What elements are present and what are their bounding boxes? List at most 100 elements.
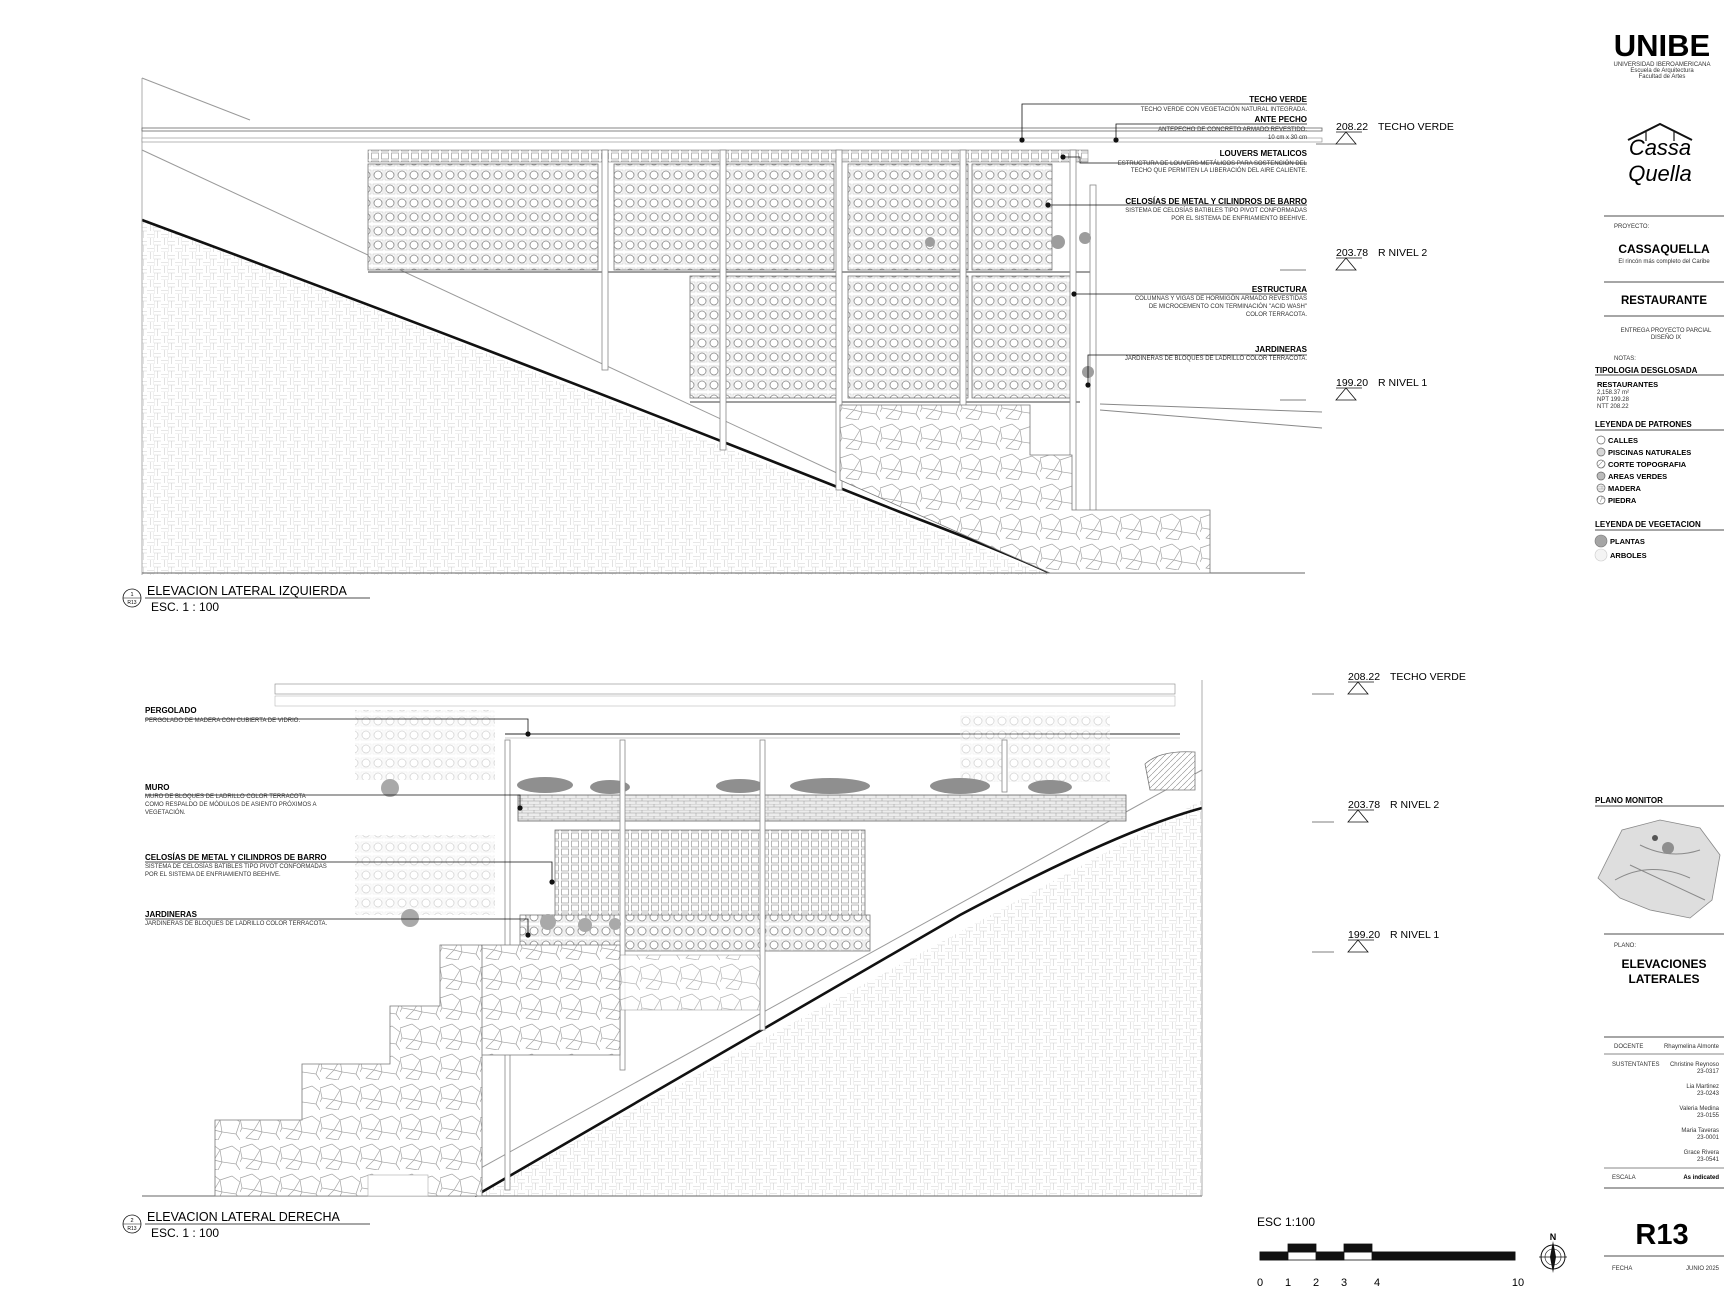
lower-callout-title: CELOSÍAS DE METAL Y CILINDROS DE BARRO (145, 853, 327, 862)
scale-tick: 1 (1285, 1277, 1291, 1289)
upper-callout-title: JARDINERAS (1255, 345, 1308, 354)
svg-text:Escuela de Arquitectura: Escuela de Arquitectura (1630, 68, 1694, 74)
svg-text:AREAS VERDES: AREAS VERDES (1608, 472, 1667, 481)
upper-view-title: 1 R13 ELEVACION LATERAL IZQUIERDA ESC. 1… (122, 584, 370, 614)
vegetation-title: LEYENDA DE VEGETACION (1595, 520, 1701, 529)
lower-callout-title: PERGOLADO (145, 706, 197, 715)
upper-level-markers: 208.22 TECHO VERDE 203.78 R NIVEL 2 199.… (1280, 121, 1454, 401)
level-label: R NIVEL 2 (1390, 799, 1439, 811)
svg-text:CALLES: CALLES (1608, 436, 1638, 445)
level-value: 208.22 (1348, 671, 1380, 683)
svg-text:ARBOLES: ARBOLES (1610, 551, 1647, 560)
upper-callout-title: ANTE PECHO (1255, 115, 1307, 124)
north-arrow-icon: N (1539, 1232, 1567, 1273)
svg-text:23-0317: 23-0317 (1697, 1069, 1720, 1075)
upper-callout-desc: ANTEPECHO DE CONCRETO ARMADO REVESTIDO. (1158, 127, 1307, 133)
svg-text:RESTAURANTES: RESTAURANTES (1597, 380, 1658, 389)
upper-callout-desc: DE MICROCEMENTO CON TERMINACIÓN "ACID WA… (1149, 303, 1307, 310)
svg-text:R13: R13 (127, 1226, 136, 1232)
upper-callout-desc: 10 cm x 30 cm (1268, 135, 1307, 141)
svg-text:CORTE TOPOGRAFIA: CORTE TOPOGRAFIA (1608, 460, 1687, 469)
lower-view-title: 2 R13 ELEVACION LATERAL DERECHA ESC. 1 :… (122, 1210, 370, 1240)
svg-text:PLANTAS: PLANTAS (1610, 537, 1645, 546)
svg-text:SUSTENTANTES: SUSTENTANTES (1612, 1062, 1660, 1068)
graphic-scale: ESC 1:100 0 1 2 3 4 10 N (1257, 1215, 1567, 1289)
scale-tick: 3 (1341, 1277, 1347, 1289)
level-value: 208.22 (1336, 121, 1368, 133)
svg-text:FECHA: FECHA (1612, 1266, 1632, 1272)
view-title-text: ELEVACION LATERAL IZQUIERDA (147, 584, 347, 598)
plant-swatch-icon (1594, 534, 1608, 548)
lower-callout-desc: JARDINERAS DE BLOQUES DE LADRILLO COLOR … (145, 921, 327, 927)
svg-text:23-0155: 23-0155 (1697, 1113, 1720, 1119)
title-block: UNIBE UNIVERSIDAD IBEROAMERICANA Escuela… (1594, 28, 1724, 1272)
upper-callout-desc: SISTEMA DE CELOSÍAS BATIBLES TIPO PIVOT … (1125, 207, 1307, 214)
svg-text:NPT 199.28: NPT 199.28 (1597, 397, 1630, 403)
plan-name: LATERALES (1628, 972, 1699, 986)
svg-text:N: N (1550, 1232, 1557, 1242)
upper-callout-title: TECHO VERDE (1249, 95, 1307, 104)
students-list: Christine Reynoso 23-0317 Lia Martinez 2… (1670, 1062, 1720, 1163)
upper-elevation: TECHO VERDE TECHO VERDE CON VEGETACIÓN N… (122, 77, 1454, 614)
svg-text:DOCENTE: DOCENTE (1614, 1044, 1643, 1050)
svg-text:Rhaymelina Almonte: Rhaymelina Almonte (1664, 1044, 1720, 1050)
svg-text:DISEÑO IX: DISEÑO IX (1651, 334, 1681, 341)
svg-text:2: 2 (130, 1218, 133, 1224)
svg-text:UNIVERSIDAD IBEROAMERICANA: UNIVERSIDAD IBEROAMERICANA (1613, 62, 1710, 68)
svg-text:MADERA: MADERA (1608, 484, 1641, 493)
svg-text:Maria Taveras: Maria Taveras (1681, 1128, 1719, 1134)
patterns-title: LEYENDA DE PATRONES (1595, 420, 1692, 429)
pattern-legend: CALLES PISCINAS NATURALES CORTE TOPOGRAF… (1596, 435, 1691, 505)
pattern-swatch-icon (1596, 447, 1606, 457)
level-value: 203.78 (1348, 799, 1380, 811)
lower-callout-desc: MURO DE BLOQUES DE LADRILLO COLOR TERRAC… (145, 794, 306, 800)
scale-tick: 4 (1374, 1277, 1380, 1289)
svg-text:PLANO:: PLANO: (1614, 943, 1636, 949)
level-label: TECHO VERDE (1378, 121, 1454, 133)
scale-tick: 10 (1512, 1277, 1524, 1289)
level-label: R NIVEL 1 (1390, 929, 1439, 941)
upper-callout-desc: ESTRUCTURA DE LOUVERS METÁLICOS PARA SOS… (1118, 160, 1308, 167)
svg-text:Valeria Medina: Valeria Medina (1679, 1106, 1719, 1112)
svg-text:Christine Reynoso: Christine Reynoso (1670, 1062, 1720, 1068)
svg-text:23-0541: 23-0541 (1697, 1157, 1720, 1163)
upper-callout-title: LOUVERS METALICOS (1220, 149, 1308, 158)
plan-name: ELEVACIONES (1621, 957, 1706, 971)
project-name: CASSAQUELLA (1618, 242, 1710, 256)
lower-callout-desc: SISTEMA DE CELOSÍAS BATIBLES TIPO PIVOT … (145, 863, 327, 870)
pattern-swatch-icon (1596, 435, 1606, 445)
lower-elevation: PERGOLADO PERGOLADO DE MADERA CON CUBIER… (122, 671, 1466, 1240)
upper-callout-desc: COLUMNAS Y VIGAS DE HORMIGÓN ARMADO REVE… (1135, 295, 1307, 302)
level-value: 199.20 (1348, 929, 1380, 941)
view-scale-text: ESC. 1 : 100 (151, 1226, 219, 1240)
typology-title: TIPOLOGIA DESGLOSADA (1595, 366, 1698, 375)
svg-text:ESCALA: ESCALA (1612, 1175, 1636, 1181)
svg-text:Quella: Quella (1628, 161, 1692, 186)
lower-callout-title: MURO (145, 783, 169, 792)
svg-text:Cassa: Cassa (1629, 135, 1691, 160)
tree-swatch-icon (1594, 548, 1608, 562)
view-title-text: ELEVACION LATERAL DERECHA (147, 1210, 341, 1224)
lower-level-markers: 208.22 TECHO VERDE 203.78 R NIVEL 2 199.… (1312, 671, 1466, 953)
school-logo: UNIBE (1614, 28, 1710, 63)
svg-text:Lia Martinez: Lia Martinez (1686, 1084, 1719, 1090)
svg-text:1: 1 (130, 592, 133, 598)
cassaquella-logo: Cassa Quella (1627, 122, 1693, 186)
svg-text:R13: R13 (127, 600, 136, 606)
lower-callout-desc: VEGETACIÓN. (145, 809, 186, 816)
svg-text:JUNIO 2025: JUNIO 2025 (1686, 1266, 1720, 1272)
building-name: RESTAURANTE (1621, 295, 1707, 307)
lower-callout-desc: PERGOLADO DE MADERA CON CUBIERTA DE VIDR… (145, 718, 300, 724)
scale-tick: 0 (1257, 1277, 1263, 1289)
scale-title: ESC 1:100 (1257, 1215, 1315, 1229)
sheet-number: R13 (1635, 1219, 1688, 1251)
upper-callout-desc: POR EL SISTEMA DE ENFRIAMIENTO BEEHIVE. (1171, 216, 1307, 222)
upper-callout-title: ESTRUCTURA (1252, 285, 1307, 294)
svg-text:ENTREGA PROYECTO PARCIAL: ENTREGA PROYECTO PARCIAL (1621, 328, 1712, 334)
svg-text:PISCINAS NATURALES: PISCINAS NATURALES (1608, 448, 1691, 457)
upper-callout-desc: TECHO VERDE CON VEGETACIÓN NATURAL INTEG… (1141, 106, 1308, 113)
level-label: R NIVEL 1 (1378, 377, 1427, 389)
pattern-swatch-icon (1596, 495, 1606, 505)
level-label: R NIVEL 2 (1378, 247, 1427, 259)
svg-text:El rincón más completo del Car: El rincón más completo del Caribe (1618, 259, 1710, 265)
